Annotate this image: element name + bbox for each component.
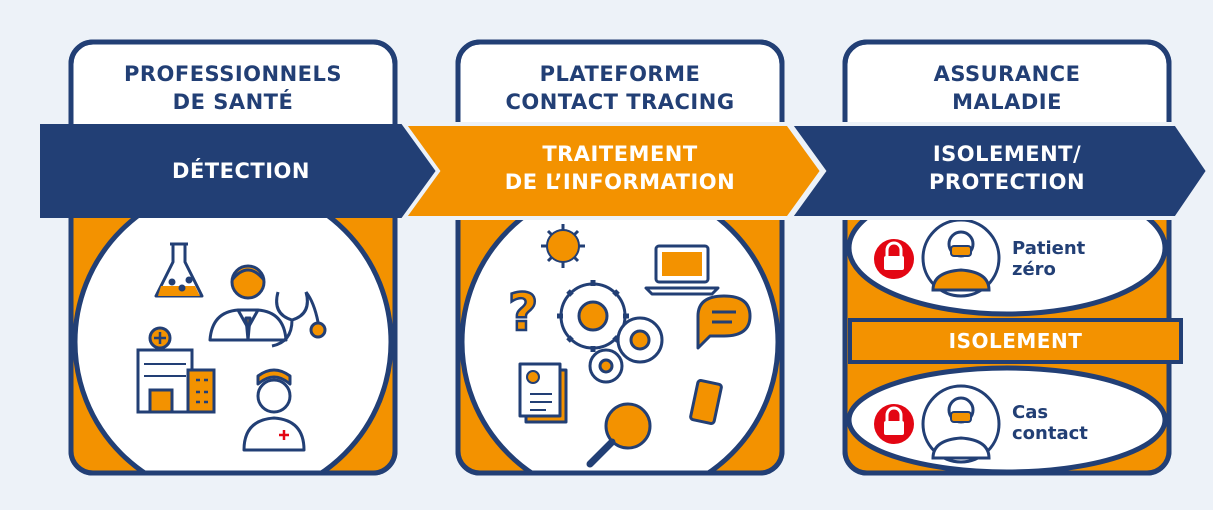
masked-person-icon bbox=[921, 218, 1001, 298]
band-3-line2: PROTECTION bbox=[928, 170, 1086, 194]
lock-icon bbox=[874, 404, 914, 444]
band-detection bbox=[40, 124, 438, 218]
svg-text:?: ? bbox=[508, 283, 538, 343]
band-2-line2: DE L’INFORMATION bbox=[504, 170, 736, 194]
column-3-title-line2: MALADIE bbox=[952, 90, 1062, 114]
column-1-title-line2: DE SANTÉ bbox=[172, 90, 294, 114]
laptop-icon bbox=[644, 244, 720, 296]
patient-zero-line1: Patient bbox=[1012, 238, 1086, 259]
magnifier-icon bbox=[586, 402, 652, 468]
column-1-title-line1: PROFESSIONNELS bbox=[123, 62, 343, 86]
flask-icon bbox=[154, 242, 204, 298]
smartphone-icon bbox=[689, 379, 723, 425]
column-2-title-line1: PLATEFORME bbox=[539, 62, 701, 86]
column-1-title: PROFESSIONNELS DE SANTÉ bbox=[71, 60, 395, 116]
band-2-label: TRAITEMENT DE L’INFORMATION bbox=[458, 140, 782, 196]
column-2-title-line2: CONTACT TRACING bbox=[505, 90, 735, 114]
band-1-line1: DÉTECTION bbox=[172, 159, 310, 183]
gears-icon bbox=[557, 280, 664, 384]
document-icon bbox=[518, 362, 568, 424]
stethoscope-icon bbox=[271, 291, 327, 348]
lock-icon bbox=[874, 239, 914, 279]
contact-case-line1: Cas bbox=[1012, 402, 1049, 423]
contact-case-line2: contact bbox=[1012, 423, 1088, 444]
column-2-title: PLATEFORME CONTACT TRACING bbox=[458, 60, 782, 116]
patient-zero-label: Patient zéro bbox=[1012, 238, 1085, 280]
isolement-label: ISOLEMENT bbox=[948, 329, 1083, 353]
band-3-line1: ISOLEMENT/ bbox=[932, 142, 1082, 166]
patient-zero-line2: zéro bbox=[1012, 259, 1056, 280]
chat-bubble-icon bbox=[696, 294, 752, 350]
virus-icon bbox=[541, 224, 585, 268]
contact-case-label: Cas contact bbox=[1012, 402, 1088, 444]
band-isolement-protection bbox=[786, 122, 1211, 220]
band-2-line1: TRAITEMENT bbox=[542, 142, 698, 166]
nurse-icon bbox=[242, 368, 306, 452]
masked-person-icon bbox=[921, 384, 1001, 464]
column-3-title-line1: ASSURANCE bbox=[933, 62, 1081, 86]
band-3-label: ISOLEMENT/ PROTECTION bbox=[845, 140, 1169, 196]
band-1-label: DÉTECTION bbox=[96, 157, 386, 185]
column-1-circle bbox=[72, 181, 394, 473]
isolement-bar bbox=[848, 318, 1183, 364]
question-mark-icon: ? bbox=[507, 282, 540, 345]
hospital-icon bbox=[136, 326, 216, 414]
doctor-icon bbox=[208, 264, 288, 342]
column-3-title: ASSURANCE MALADIE bbox=[845, 60, 1169, 116]
